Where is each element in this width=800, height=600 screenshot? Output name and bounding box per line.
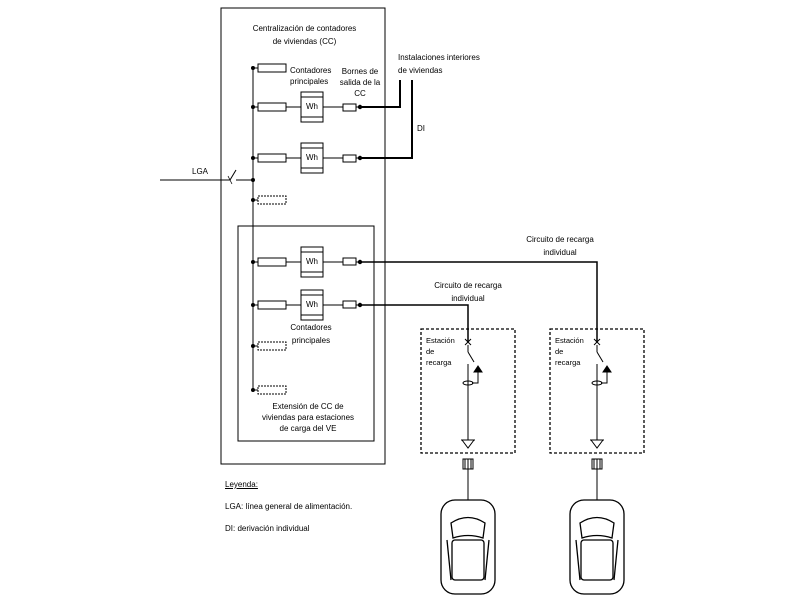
fuse-6 [257,300,287,310]
circuito-right-line1: Circuito de recarga [526,235,594,244]
estacion-right-line1: Estación [555,336,584,345]
estacion-right-line2: de [555,347,564,356]
bornes-label: Bornes de salida de la CC [338,67,382,99]
contadores-bottom-line1: Contadores [290,323,332,332]
estacion-right-line3: recarga [555,358,581,367]
meter-4-label: Wh [306,300,318,309]
fuse-5 [257,257,287,267]
car-left [440,499,496,595]
circuito-right-label: Circuito de recarga individual [510,235,610,258]
estacion-left-line1: Estación [426,336,455,345]
circuito-left-line1: Circuito de recarga [434,281,502,290]
circuito-left-line2: individual [451,294,485,303]
extension-line1: Extensión de CC de [272,402,344,411]
di-line-2 [360,80,413,159]
cc-title-line2: de viviendas (CC) [272,37,337,46]
di-line-1 [360,80,401,108]
estacion-left-label: Estación de recarga [426,336,455,368]
extension-label: Extensión de CC de viviendas para estaci… [250,402,366,434]
extension-line2: viviendas para estaciones [261,413,355,422]
cc-title: Centralización de contadores de vivienda… [247,24,362,47]
estacion-left-line2: de [426,347,435,356]
fuse-8 [257,385,287,395]
borne-2 [342,154,357,163]
borne-3 [342,257,357,266]
legend-di: DI: derivación individual [225,524,310,533]
bornes-line1: Bornes de [341,67,379,76]
borne-4 [342,300,357,309]
lga-label: LGA [192,167,209,176]
contadores-top-line2: principales [290,77,329,86]
circuito-left-label: Circuito de recarga individual [418,281,518,304]
bornes-line3: CC [354,89,366,98]
lga-switch [229,169,237,181]
meter-2-label: Wh [306,153,318,162]
circuito-right-line2: individual [543,248,577,257]
instalaciones-line2: de viviendas [398,66,443,75]
extension-box [237,225,375,442]
contadores-label-top: Contadores principales [290,66,331,87]
estacion-left-line3: recarga [426,358,452,367]
instalaciones-label: Instalaciones interiores de viviendas [398,53,480,76]
fuse-3 [257,153,287,163]
meter-3-label: Wh [306,257,318,266]
estacion-right-label: Estación de recarga [555,336,584,368]
legend-title: Leyenda: [225,480,258,489]
car-right [569,499,625,595]
instalaciones-line1: Instalaciones interiores [398,53,480,62]
fuse-4 [257,195,287,205]
circuit-left [360,304,469,342]
contadores-bottom-line2: principales [291,336,331,345]
cc-outer-box [220,7,386,465]
borne-1 [342,103,357,112]
contadores-top-line1: Contadores [290,66,332,75]
station-right-internals [590,338,612,449]
fuse-1 [257,63,287,73]
legend-lga: LGA: línea general de alimentación. [225,502,353,511]
di-label: DI [417,124,425,133]
station-right-box [549,328,645,454]
station-left-box [420,328,516,454]
bornes-line2: salida de la [339,78,381,87]
extension-line3: de carga del VE [279,424,337,433]
fuse-7 [257,341,287,351]
circuit-right [360,261,598,342]
fuse-2 [257,102,287,112]
station-left-internals [461,338,483,449]
contadores-label-bottom: Contadores principales [286,323,336,346]
meter-1-label: Wh [306,102,318,111]
cc-title-line1: Centralización de contadores [252,24,357,33]
